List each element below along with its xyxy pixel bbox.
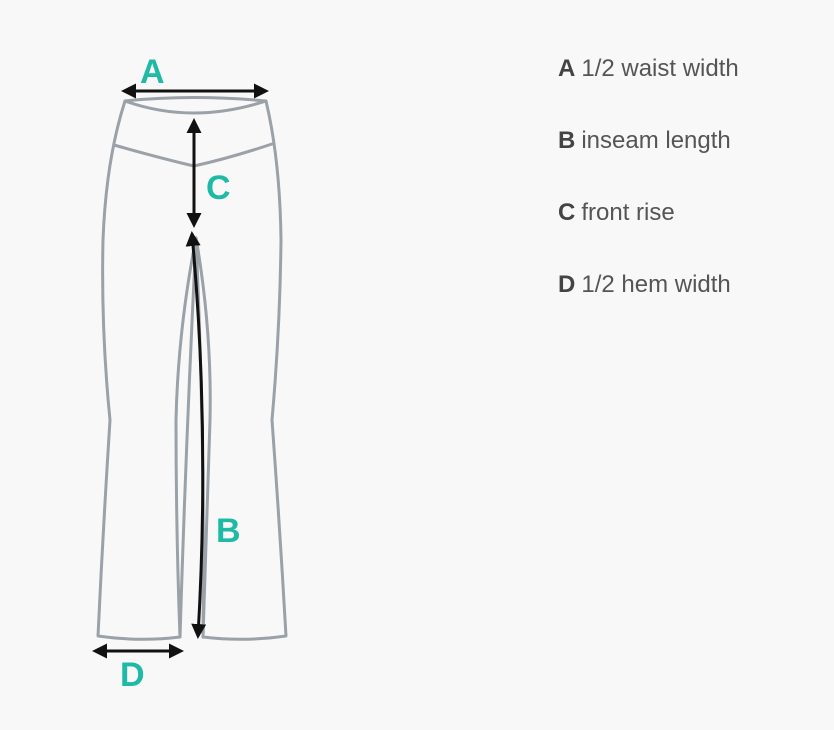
legend-text: 1/2 waist width [581,55,739,82]
pants-outline [96,96,288,641]
label-c: C [206,169,231,207]
legend-key: D [558,271,576,298]
arrow-b [185,231,207,639]
label-b: B [216,512,241,550]
legend-key: C [558,199,576,226]
legend-text: inseam length [581,127,731,154]
label-a: A [140,53,165,91]
legend-key: B [558,127,576,154]
legend-text: 1/2 hem width [581,271,731,298]
label-d: D [120,656,145,694]
legend-key: A [558,55,576,82]
legend-text: front rise [581,199,675,226]
